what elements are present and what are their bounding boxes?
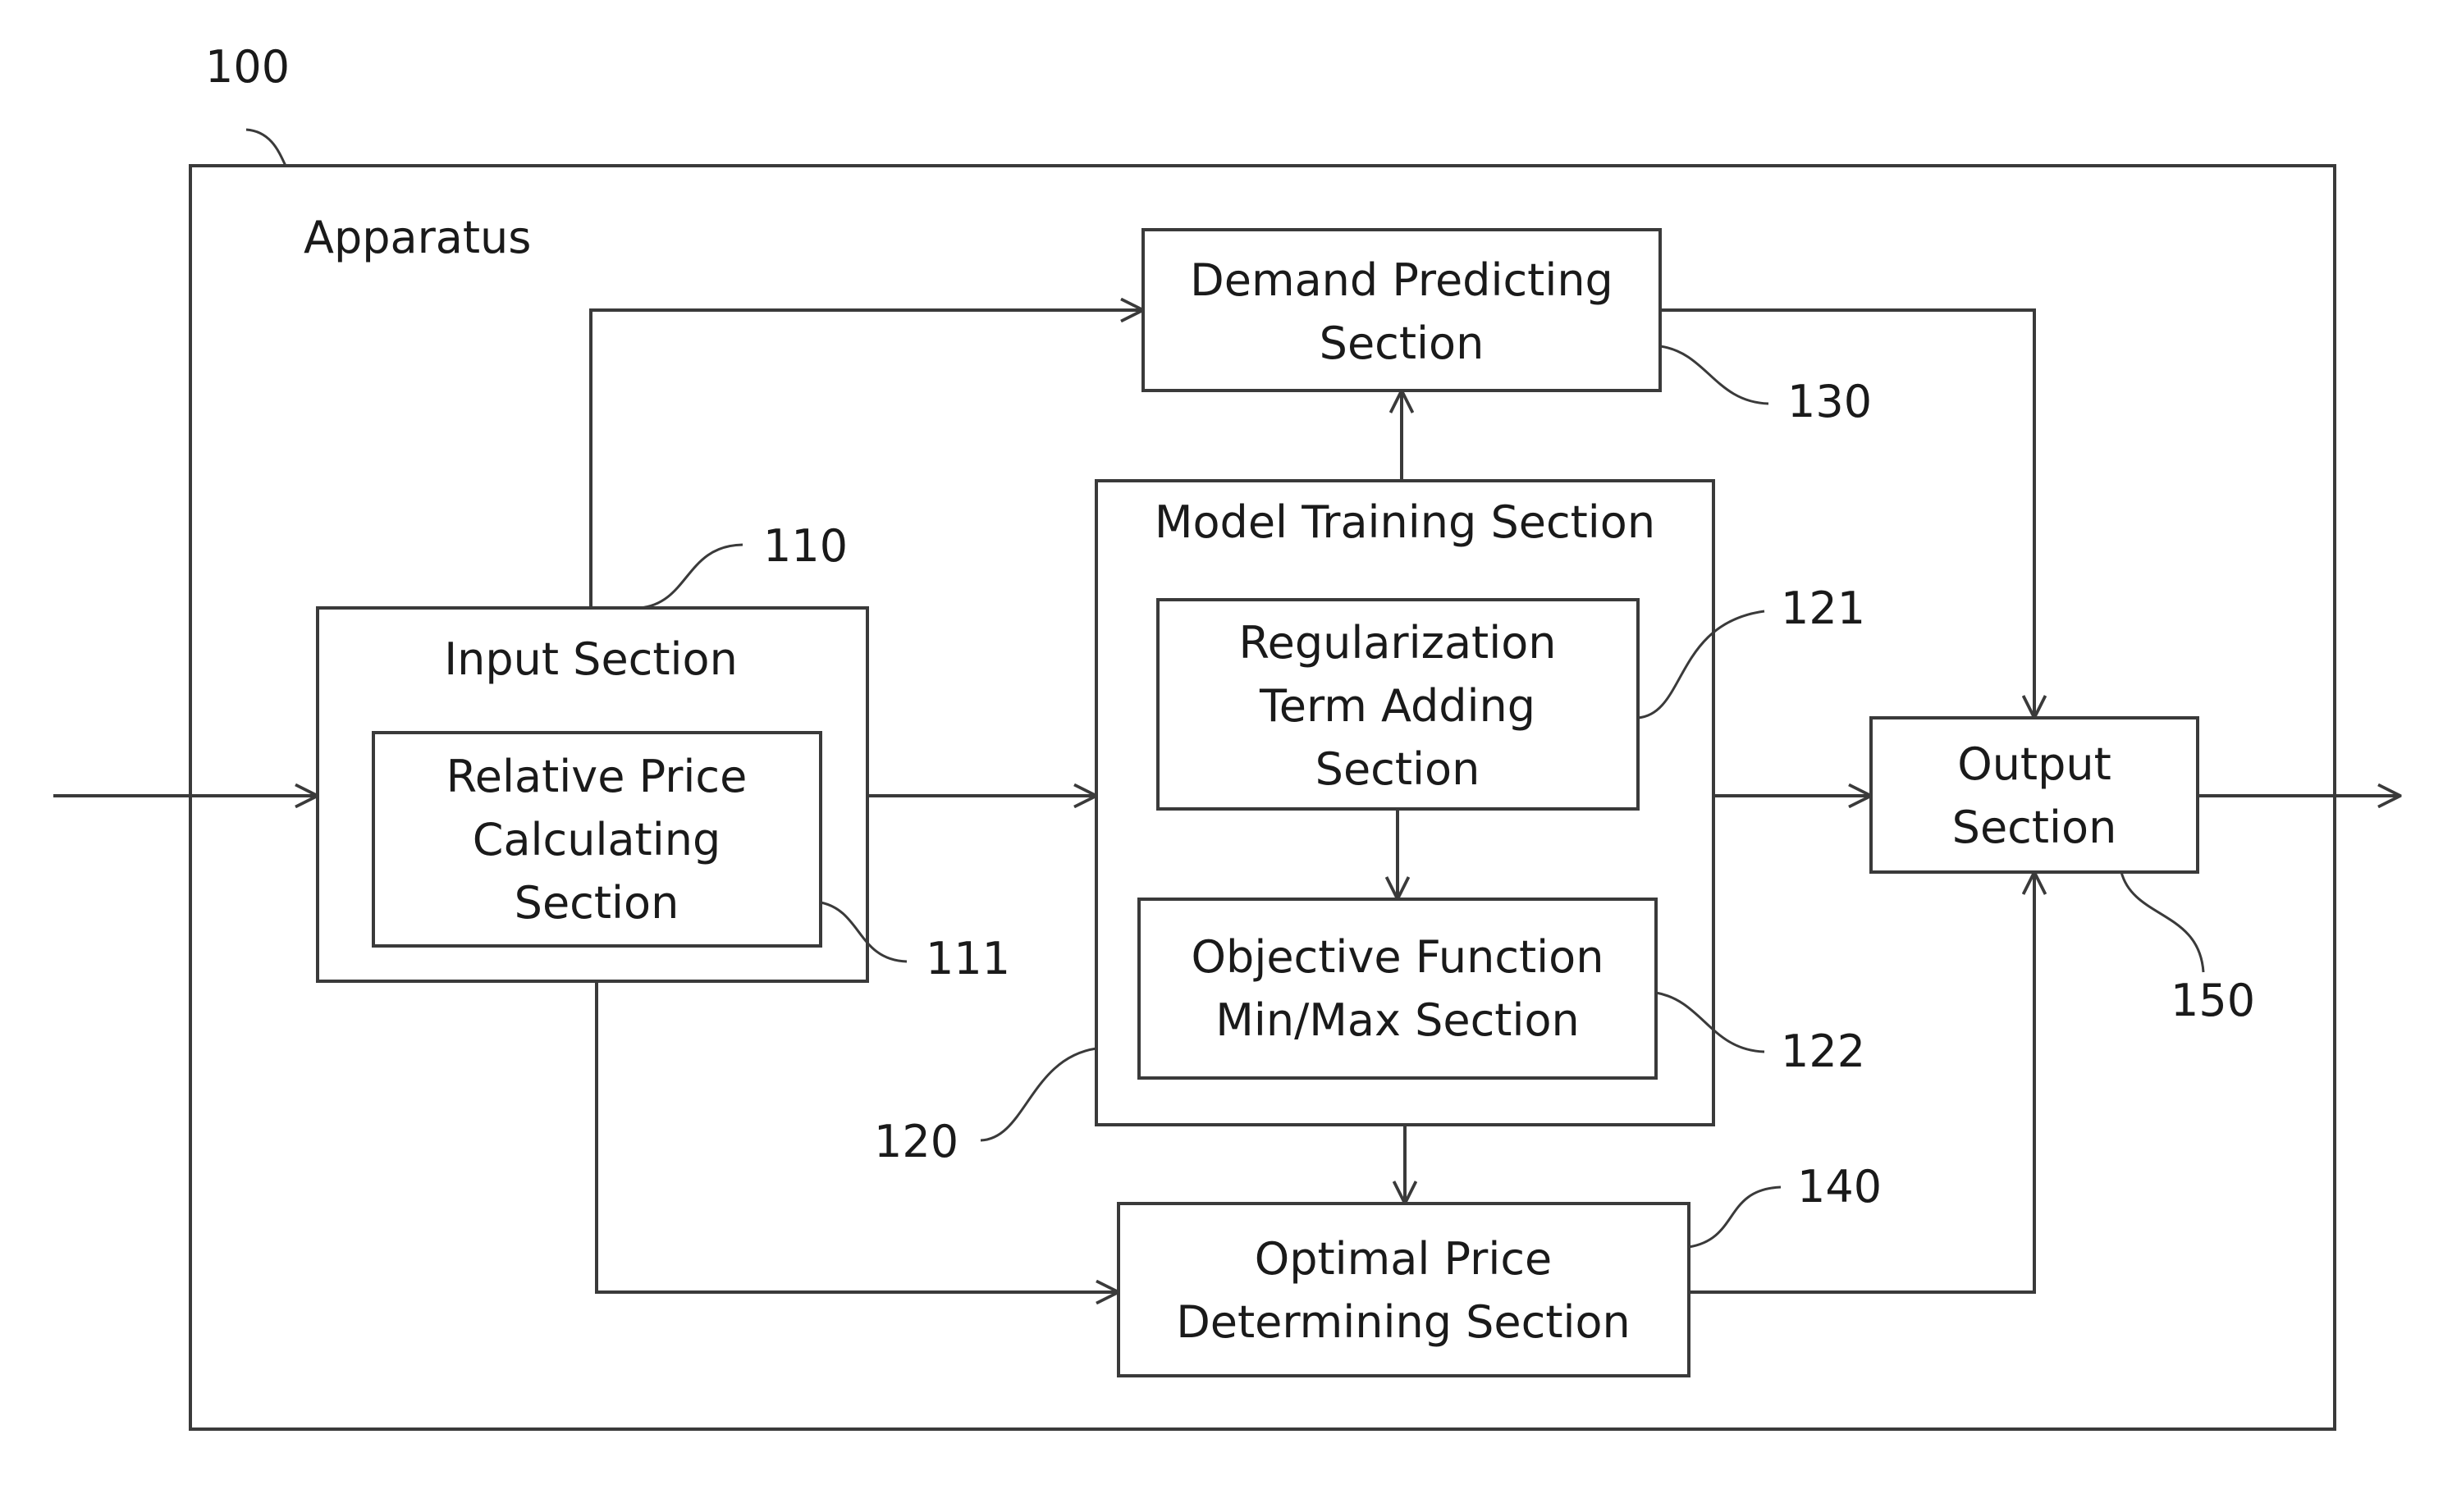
apparatus-ref-leader	[246, 130, 286, 166]
optimal-price-label: Optimal Price	[1255, 1233, 1553, 1285]
input-section-label: Input Section	[444, 633, 738, 685]
demand-predicting-ref: 130	[1787, 376, 1872, 427]
regularization-label-3: Section	[1315, 743, 1480, 795]
optimal-price-ref: 140	[1797, 1161, 1882, 1213]
regularization-label-2: Term Adding	[1259, 680, 1535, 732]
objective-label-2: Min/Max Section	[1215, 994, 1579, 1046]
output-section-label: Output	[1957, 738, 2111, 790]
model-training-label: Model Training Section	[1155, 496, 1655, 548]
relative-price-label: Relative Price	[446, 751, 748, 802]
apparatus-ref: 100	[205, 41, 290, 93]
objective-ref: 122	[1781, 1026, 1865, 1077]
apparatus-label: Apparatus	[304, 212, 531, 263]
relative-price-ref: 111	[926, 933, 1010, 984]
output-section-ref: 150	[2171, 975, 2255, 1026]
optimal-price-box	[1119, 1204, 1689, 1376]
regularization-ref: 121	[1781, 582, 1865, 634]
objective-box	[1139, 899, 1656, 1078]
demand-predicting-label: Demand Predicting	[1190, 254, 1613, 306]
relative-price-label-2: Calculating	[473, 814, 721, 866]
objective-label: Objective Function	[1192, 931, 1604, 983]
input-section-ref: 110	[763, 520, 848, 572]
output-section-label-2: Section	[1952, 802, 2117, 853]
optimal-price-label-2: Determining Section	[1176, 1296, 1631, 1348]
regularization-label: Regularization	[1239, 617, 1557, 669]
relative-price-label-3: Section	[515, 877, 679, 929]
demand-predicting-label-2: Section	[1320, 317, 1485, 369]
model-training-ref: 120	[874, 1116, 958, 1167]
